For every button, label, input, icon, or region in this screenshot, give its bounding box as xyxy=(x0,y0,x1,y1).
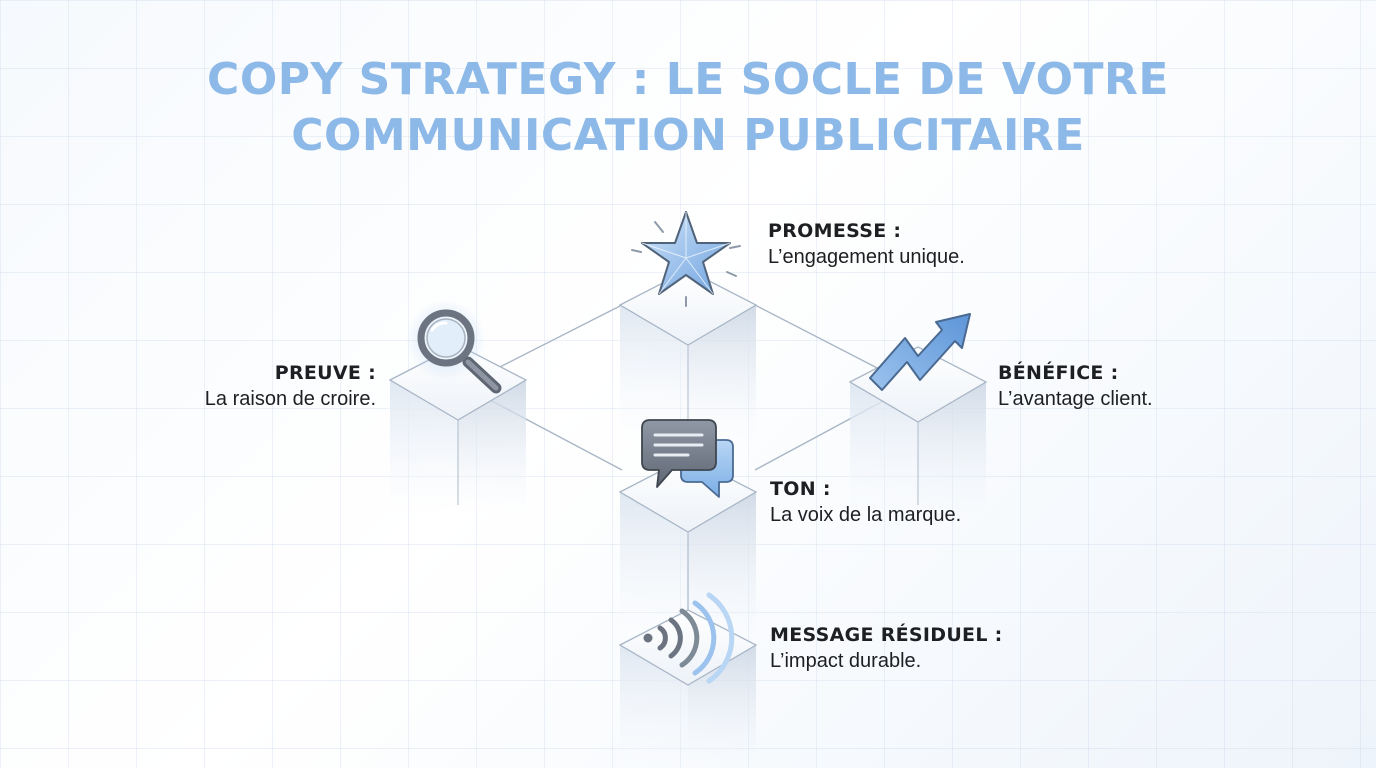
title-line-1: COPY STRATEGY : LE SOCLE DE VOTRE xyxy=(207,54,1169,105)
node-promesse: PROMESSE : L’engagement unique. xyxy=(768,218,965,270)
pillar-promesse xyxy=(618,269,758,440)
connector-promesse-benefice xyxy=(754,304,886,373)
preuve-label: PREUVE : xyxy=(274,362,376,384)
ton-description: La voix de la marque. xyxy=(770,504,962,526)
promesse-label: PROMESSE : xyxy=(768,220,902,242)
promesse-description: L’engagement unique. xyxy=(768,246,965,268)
node-preuve: PREUVE : La raison de croire. xyxy=(150,360,376,412)
connector-preuve-promesse xyxy=(489,304,623,373)
benefice-label: BÉNÉFICE : xyxy=(998,362,1119,384)
page-title: COPY STRATEGY : LE SOCLE DE VOTRE COMMUN… xyxy=(0,52,1376,164)
benefice-description: L’avantage client. xyxy=(998,388,1153,410)
message-label: MESSAGE RÉSIDUEL : xyxy=(770,624,1003,646)
ton-label: TON : xyxy=(770,478,831,500)
title-line-2: COMMUNICATION PUBLICITAIRE xyxy=(291,110,1085,161)
node-message-residuel: MESSAGE RÉSIDUEL : L’impact durable. xyxy=(770,622,1003,674)
chat-bubbles-icon xyxy=(641,419,734,498)
message-description: L’impact durable. xyxy=(770,650,922,672)
node-ton: TON : La voix de la marque. xyxy=(770,476,961,528)
pillar-message xyxy=(618,609,758,768)
trend-arrow-icon xyxy=(869,313,971,391)
signal-waves-icon xyxy=(643,592,735,684)
star-icon xyxy=(631,211,741,307)
magnifier-icon xyxy=(406,300,502,394)
node-benefice: BÉNÉFICE : L’avantage client. xyxy=(998,360,1153,412)
preuve-description: La raison de croire. xyxy=(204,388,376,410)
